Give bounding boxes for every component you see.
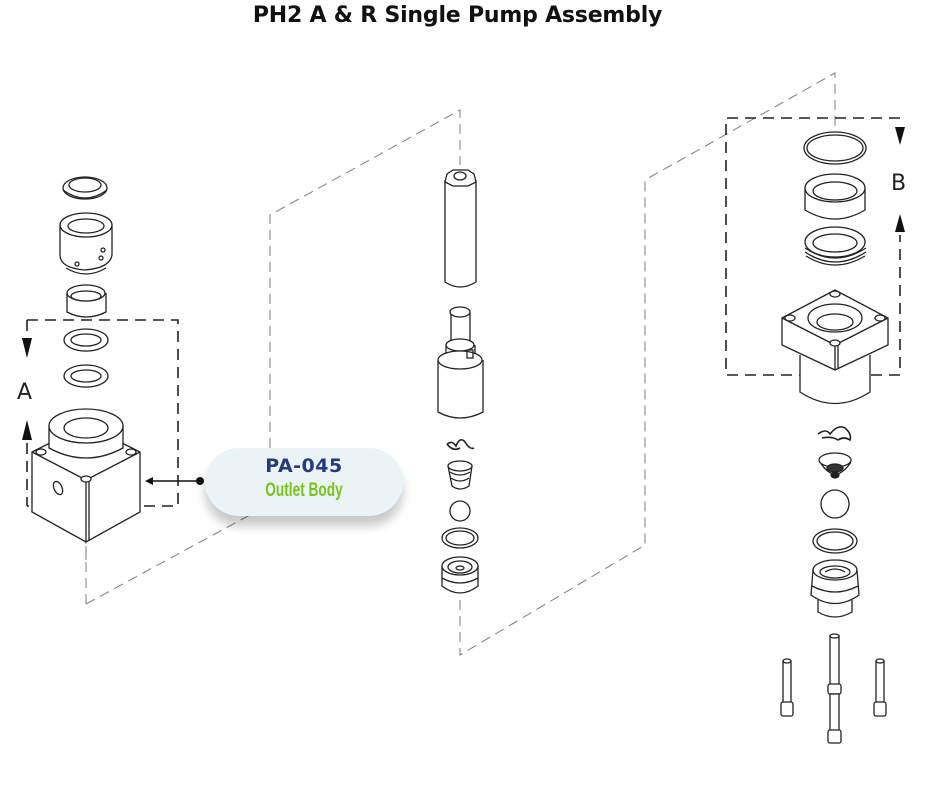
cap-screw-left-part <box>780 658 794 717</box>
valve-seat-part <box>818 452 852 479</box>
gland-nut-part <box>59 212 113 275</box>
center-assembly <box>437 169 484 594</box>
dimension-frame-b <box>725 117 901 376</box>
inlet-body-part <box>781 289 889 405</box>
ball-part <box>449 500 471 522</box>
part-number: PA-045 <box>265 455 343 477</box>
guide-line-center-left <box>269 109 461 480</box>
o-ring-part <box>441 527 479 549</box>
outlet-body-part <box>31 408 141 543</box>
right-o-ring-part <box>812 528 858 554</box>
callout-leader <box>145 477 204 485</box>
cap-screw-right-part <box>873 658 887 717</box>
dimension-label-a: A <box>17 380 32 405</box>
bushing-part <box>804 173 866 220</box>
top-o-ring-part <box>803 131 867 165</box>
valve-housing-part <box>441 556 479 594</box>
part-name: Outlet Body <box>265 480 343 501</box>
guide-line-center-right <box>459 72 836 656</box>
packing-ring-2-part <box>63 364 109 388</box>
part-callout[interactable]: PA-045 Outlet Body <box>205 448 403 516</box>
dimension-label-b: B <box>891 171 906 196</box>
right-valve-housing-part <box>810 559 860 618</box>
dimension-a-arrows <box>22 338 32 440</box>
valve-spring-seat-part <box>447 460 473 490</box>
retainer-clip-part <box>446 438 475 451</box>
sleeve-part <box>66 284 107 318</box>
plunger-rod-part <box>444 169 477 288</box>
long-screw-part <box>827 633 842 744</box>
plunger-holder-part <box>437 306 484 419</box>
right-assembly <box>780 131 889 744</box>
seal-ring-part <box>62 176 108 200</box>
packing-ring-1-part <box>63 328 109 352</box>
page-title: PH2 A & R Single Pump Assembly <box>252 3 663 28</box>
seal-pack-part <box>804 226 867 266</box>
dimension-b-arrows <box>895 127 905 232</box>
right-ball-part <box>820 489 850 519</box>
left-assembly <box>31 176 141 543</box>
right-retainer-clip-part <box>817 426 852 442</box>
